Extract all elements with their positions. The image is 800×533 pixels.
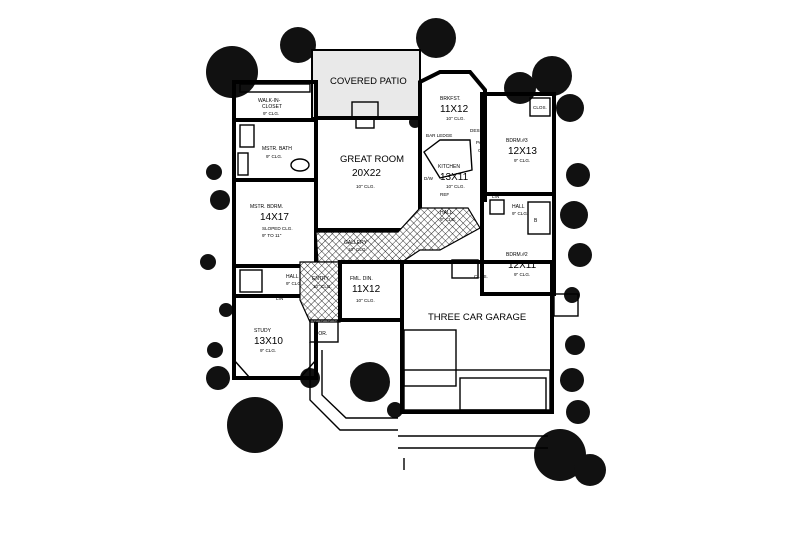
tree [504,72,536,104]
dishwasher-label: D/W [424,176,434,181]
ceiling-note: 9" CLG. [266,154,282,159]
pan-label: PAN [476,140,485,145]
tree [566,163,590,187]
ceiling-note: 10" CLG. [348,247,367,252]
ceiling-note: 10" CLG. [356,184,375,189]
hall-label: HALL [440,210,453,216]
ceiling-note: 9" CLG. [514,158,530,163]
ceiling-note: 10" CLG. [356,298,375,303]
tree [565,335,585,355]
study-dimensions: 13X10 [254,336,283,347]
walk-in-closet-label: CLOSET [262,104,282,110]
landscaping [200,18,606,486]
covered-patio-label: COVERED PATIO [330,76,407,87]
brkfst-dimensions: 11X12 [440,104,469,115]
tree [568,243,592,267]
tree [206,164,222,180]
bdrm3-label: BDRM.#3 [506,138,528,144]
mstr-bdrm-dimensions: 14X17 [260,212,289,223]
tree [206,366,230,390]
tree [207,342,223,358]
kitchen-dimensions: 13X11 [440,172,469,183]
fml-din-dimensions: 11X12 [352,284,381,295]
ceiling-note: 9" TO 11" [262,233,282,238]
tree [200,254,216,270]
porch-label: POR. [315,331,327,337]
tree [219,303,233,317]
front-rooms [309,260,579,470]
hall-label: HALL [286,274,299,280]
bdrm3-dimensions: 12X13 [508,146,537,157]
tree [416,18,456,58]
hall-label: HALL [512,204,525,210]
oven-label: OV. [478,148,486,153]
kitchen-label: KITCHEN [438,164,460,170]
main-body [314,70,556,296]
bath-label: B [534,218,538,224]
ceiling-note: 9" CLG. [440,217,456,222]
fml-din-label: FML. DIN. [350,276,373,282]
bar-ledge-label: BAR LEDGE [426,133,452,138]
great-room-label: GREAT ROOM [340,154,404,165]
ceiling-note: SLOPED CLG. [262,226,293,231]
gallery-label: GALLERY [344,240,368,246]
walk-in-closet-label: WALK-IN- [258,98,281,104]
tree [534,429,586,481]
entry-hatch [299,261,341,323]
tree [560,201,588,229]
bdrm2-dimensions: 12X11 [508,260,537,271]
ceiling-note: 9" CLG. [286,281,302,286]
desk-label: DESK [470,128,483,133]
ceiling-note: 10" CLG. [313,284,332,289]
great-room-dimensions: 20X22 [352,168,381,179]
tree [532,56,572,96]
closet-label: CLOS. [474,274,488,279]
tree [280,27,316,63]
tree [210,190,230,210]
closet-label: CLOS. [533,105,547,110]
tree [556,94,584,122]
ceiling-note: 9" CLG. [260,348,276,353]
three-car-garage-label: THREE CAR GARAGE [428,312,526,323]
tree [227,397,283,453]
bdrm2-label: BDRM.#2 [506,252,528,258]
ceiling-note: 10" CLG. [446,184,465,189]
tree [560,368,584,392]
tree [206,46,258,98]
study-label: STUDY [254,328,272,334]
tree [566,400,590,424]
ceiling-note: 10" CLG. [446,116,465,121]
tree [564,287,580,303]
linen-label: LIN [492,194,499,199]
ceiling-note: 9" CLG. [514,272,530,277]
linen-label: LIN [276,296,283,301]
tree [350,362,390,402]
ceiling-note: 9" CLG. [512,211,528,216]
brkfst-label: BRKFST. [440,96,461,102]
tree [387,402,403,418]
ceiling-note: 9" CLG. [263,111,279,116]
entry-label: ENTRY [312,276,330,282]
mstr-bdrm-label: MSTR. BDRM. [250,204,283,210]
mstr-bath-label: MSTR. BATH [262,146,292,152]
tree [574,454,606,486]
refrigerator-label: REF [440,192,449,197]
